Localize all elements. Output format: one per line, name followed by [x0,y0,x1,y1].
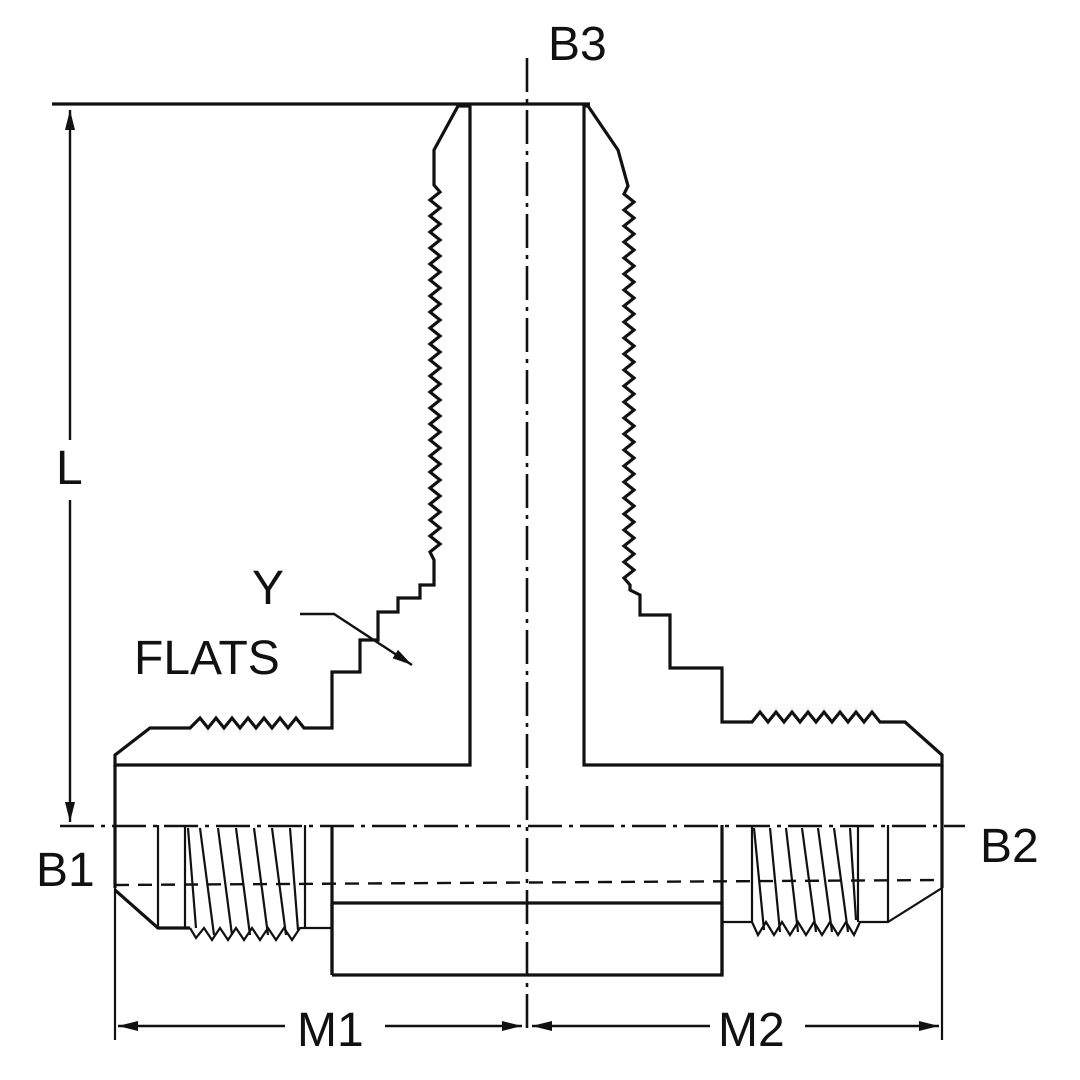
label-b1: B1 [36,844,95,897]
label-b2: B2 [980,820,1039,873]
hidden-bore-line [114,878,943,887]
label-m1: M1 [297,1004,364,1057]
label-l: L [56,442,83,495]
left-thread-lines [186,827,300,936]
label-flats: FLATS [134,632,280,685]
left-section-body [113,104,472,767]
label-b3: B3 [548,18,607,71]
lower-run-body [113,765,944,977]
label-y: Y [252,562,284,615]
flats-leader-arrow [300,612,413,667]
label-m2: M2 [718,1004,785,1057]
right-section-body [582,104,944,767]
